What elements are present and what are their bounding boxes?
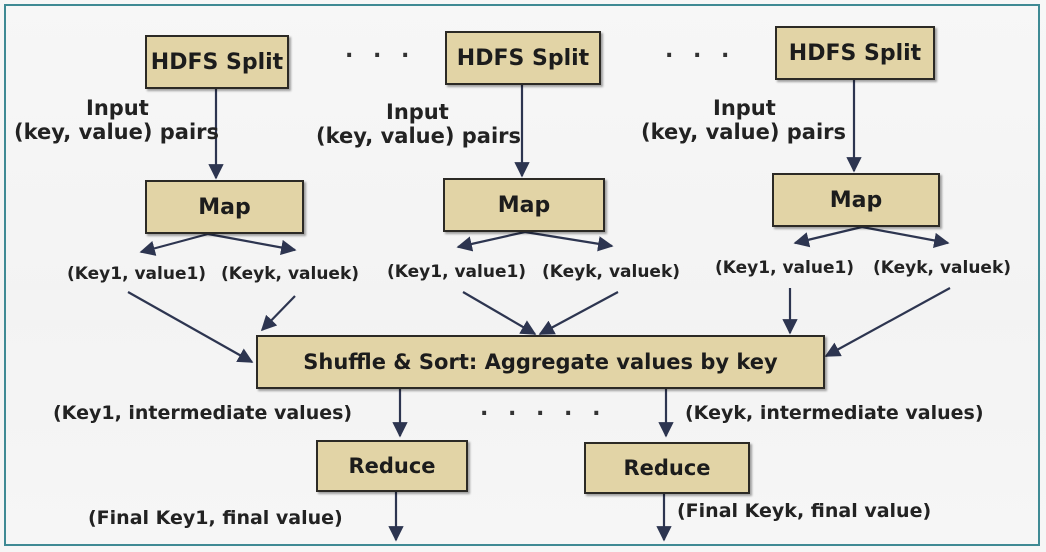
input-label-3: Input (key, value) pairs (641, 96, 851, 144)
map-box-1: Map (145, 180, 304, 234)
input-label-3-line1: Input (713, 96, 776, 120)
map3-output-key1: (Key1, value1) (715, 258, 855, 278)
input-label-1-line1: Input (86, 96, 149, 120)
hdfs-split-2: HDFS Split (445, 31, 601, 85)
input-label-1: Input (key, value) pairs (14, 96, 219, 144)
map1-output-keyk: (Keyk, valuek) (221, 264, 360, 284)
intermediate-label-keyk: (Keyk, intermediate values) (685, 402, 984, 424)
map2-output-key1: (Key1, value1) (387, 262, 527, 282)
arrow-m2k1-shuffle (462, 291, 537, 335)
reduce-box-1: Reduce (316, 440, 468, 492)
arrow-map3-right (861, 225, 950, 249)
input-label-2: Input (key, value) pairs (316, 100, 526, 148)
map-box-3: Map (772, 173, 940, 227)
arrow-map1-left (139, 232, 209, 256)
arrow-m3kk-shuffle (824, 287, 951, 357)
arrow-map2-left (456, 230, 526, 252)
input-label-2-line2: (key, value) pairs (316, 124, 522, 148)
hdfs-split-1: HDFS Split (145, 35, 289, 89)
intermediate-label-key1: (Key1, intermediate values) (53, 402, 353, 424)
arrow-m2kk-shuffle (538, 291, 619, 335)
shuffle-sort-box: Shuffle & Sort: Aggregate values by key (256, 335, 825, 389)
split-ellipsis-2: . . . (665, 38, 736, 63)
map-box-2: Map (443, 178, 605, 232)
arrow-map3-left (793, 225, 863, 248)
input-label-3-line2: (key, value) pairs (641, 120, 847, 144)
reduce-box-2: Reduce (584, 442, 750, 494)
arrow-m1k1-shuffle (127, 291, 254, 363)
hdfs-split-3: HDFS Split (775, 26, 935, 80)
map2-output-keyk: (Keyk, valuek) (542, 262, 681, 282)
input-label-1-line2: (key, value) pairs (14, 120, 220, 144)
final-output-key1: (Final Key1, final value) (88, 507, 343, 529)
intermediate-ellipsis: . . . . . (480, 396, 607, 421)
arrow-map2-right (524, 230, 614, 252)
map1-output-key1: (Key1, value1) (67, 264, 207, 284)
map3-output-keyk: (Keyk, valuek) (873, 258, 1012, 278)
final-output-keyk: (Final Keyk, final value) (677, 500, 932, 522)
input-label-2-line1: Input (386, 100, 449, 124)
arrow-map1-right (207, 232, 297, 256)
split-ellipsis-1: . . . (345, 38, 416, 63)
arrow-m1kk-shuffle (260, 295, 296, 332)
